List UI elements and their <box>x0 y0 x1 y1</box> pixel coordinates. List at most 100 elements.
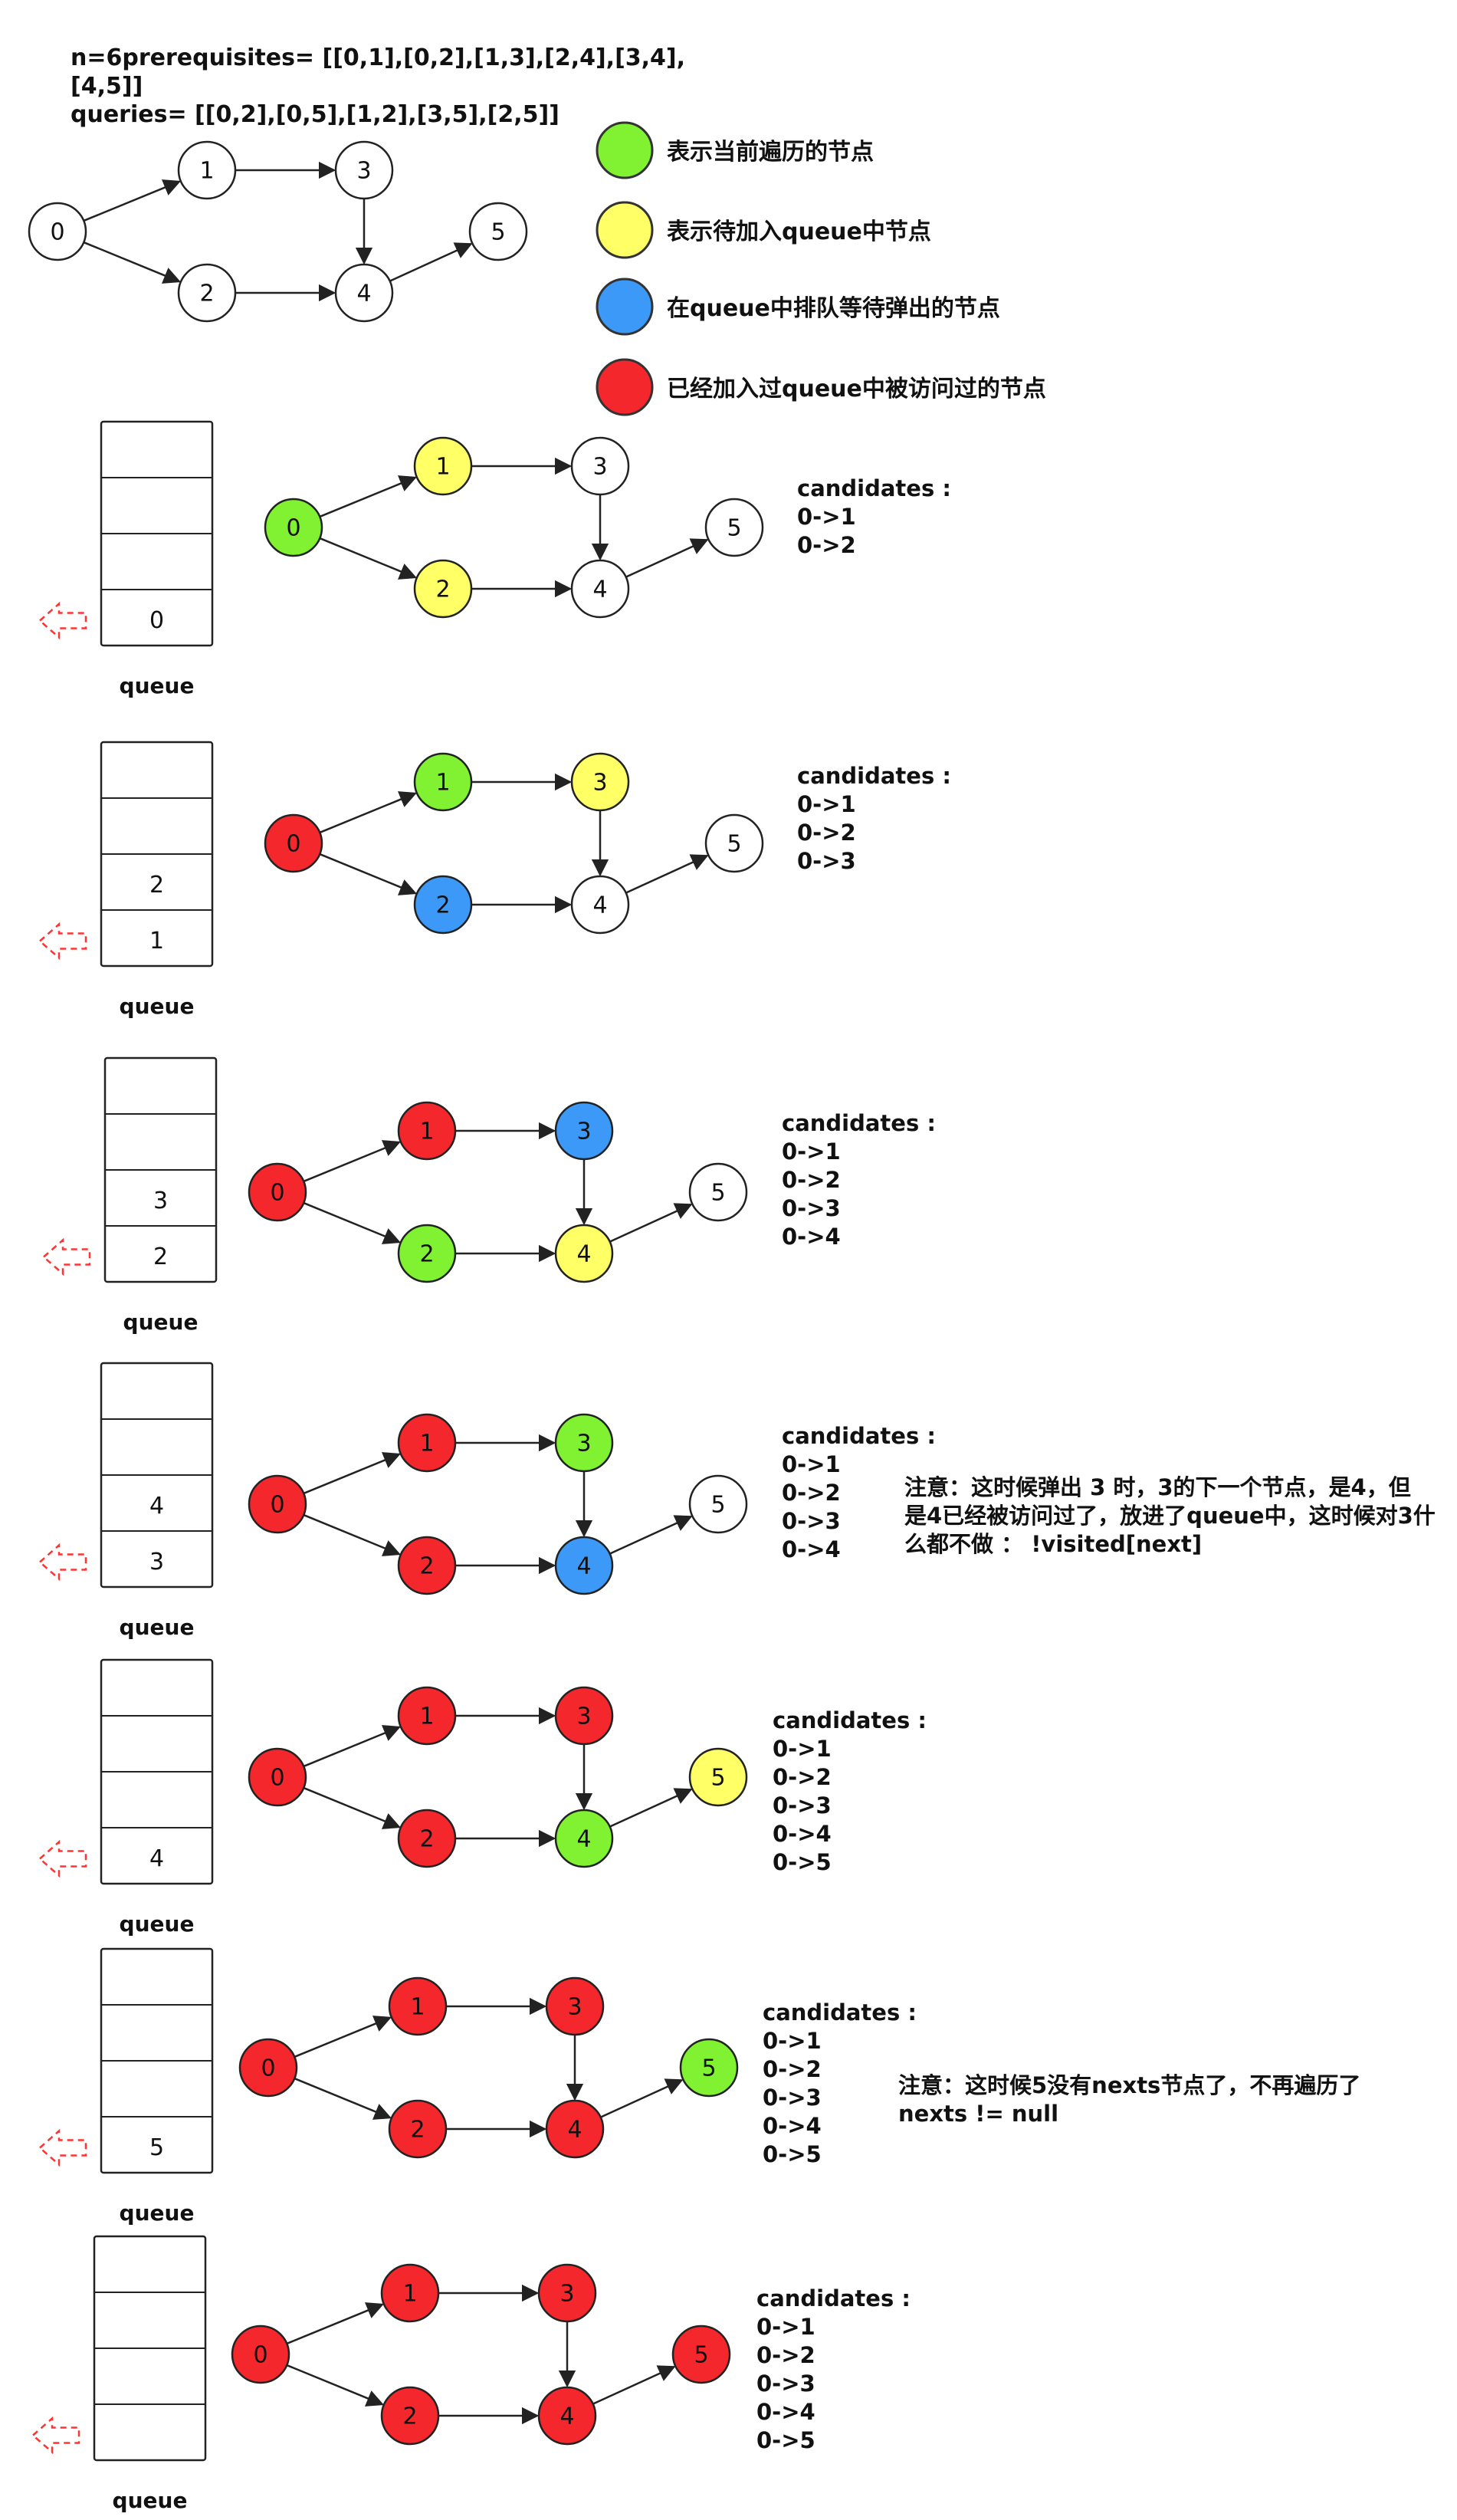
step1-node-label-2: 2 <box>435 577 450 603</box>
step5-node-4 <box>554 1809 614 1868</box>
step1-node-label-1: 1 <box>435 454 450 481</box>
queue-cell-value: 2 <box>149 872 164 899</box>
step4-edge-0-1 <box>303 1452 402 1495</box>
step7-edge-0-2 <box>286 2364 385 2407</box>
step4-node-4 <box>554 1536 614 1595</box>
overview-edge-4-5 <box>389 242 473 282</box>
step6-node-4 <box>545 2099 605 2159</box>
overview-node-3 <box>334 140 394 200</box>
step5-edge-0-2 <box>303 1786 402 1829</box>
header-line-2: [4,5]] <box>71 73 143 100</box>
step6-node-2 <box>388 2099 448 2159</box>
candidate-item: 0->2 <box>782 1167 841 1193</box>
candidate-item: 0->1 <box>763 2028 822 2054</box>
overview-node-4 <box>334 263 394 323</box>
candidates-title: candidates : <box>782 1110 936 1136</box>
step7-edge-4-5 <box>592 2365 676 2405</box>
queue-cell-value: 2 <box>153 1244 168 1270</box>
overview-node-label-3: 3 <box>356 158 371 185</box>
legend-swatch-visited <box>596 358 654 416</box>
legend-swatch-queued <box>596 278 654 336</box>
candidate-item: 0->3 <box>756 2371 815 2397</box>
candidates-title: candidates : <box>782 1423 936 1449</box>
candidate-item: 0->4 <box>773 1821 832 1847</box>
step2-edge-0-2 <box>319 853 418 895</box>
step4-node-label-0: 0 <box>270 1492 284 1519</box>
pop-arrow-icon <box>38 2128 87 2167</box>
step5-node-label-5: 5 <box>710 1765 725 1792</box>
step3-edge-0-2 <box>303 1201 402 1244</box>
candidate-item: 0->1 <box>756 2314 815 2340</box>
step4-node-label-4: 4 <box>576 1553 591 1580</box>
step3-node-label-5: 5 <box>710 1180 725 1207</box>
step6-node-label-4: 4 <box>567 2117 582 2144</box>
overview-node-label-4: 4 <box>356 281 371 307</box>
candidate-item: 0->2 <box>763 2056 822 2082</box>
queue-label: queue <box>120 673 195 698</box>
step2-node-label-1: 1 <box>435 770 450 797</box>
candidate-item: 0->4 <box>782 1536 841 1562</box>
candidate-item: 0->4 <box>763 2113 822 2139</box>
step5-edge-4-5 <box>609 1788 693 1828</box>
step2-edge-0-1 <box>319 791 418 834</box>
candidate-item: 0->3 <box>782 1508 841 1534</box>
step1-node-4 <box>570 559 630 619</box>
step3-node-5 <box>688 1162 748 1222</box>
step2-node-label-2: 2 <box>435 892 450 919</box>
candidate-item: 0->4 <box>782 1224 841 1250</box>
candidate-item: 0->5 <box>773 1849 832 1875</box>
step2-node-1 <box>413 752 473 812</box>
legend-label-visited: 已经加入过queue中被访问过的节点 <box>667 376 1046 402</box>
candidates-title: candidates : <box>797 763 951 789</box>
step5-node-3 <box>554 1686 614 1746</box>
step2-node-label-0: 0 <box>286 831 300 858</box>
step1-node-1 <box>413 436 473 496</box>
queue-cell-value: 1 <box>149 928 164 954</box>
queue-label: queue <box>120 1615 195 1640</box>
candidate-item: 0->2 <box>773 1764 832 1790</box>
step4-node-label-3: 3 <box>576 1431 591 1457</box>
step3-node-label-2: 2 <box>419 1241 434 1268</box>
candidate-item: 0->2 <box>797 532 856 558</box>
candidate-item: 0->5 <box>756 2427 815 2453</box>
step2-edge-4-5 <box>625 854 709 894</box>
header-line-3: queries= [[0,2],[0,5],[1,2],[3,5],[2,5]] <box>71 101 560 128</box>
queue-cell-value: 4 <box>149 1493 164 1520</box>
step1-node-0 <box>264 498 323 557</box>
queue-label: queue <box>123 1309 199 1335</box>
overview-node-label-5: 5 <box>491 219 505 246</box>
step4-edge-0-2 <box>303 1513 402 1556</box>
candidate-item: 0->2 <box>782 1480 841 1506</box>
step4-node-2 <box>397 1536 457 1595</box>
candidate-item: 0->1 <box>797 791 856 817</box>
overview-node-0 <box>28 202 87 261</box>
step4-node-0 <box>248 1474 307 1534</box>
candidate-item: 0->2 <box>797 820 856 846</box>
candidate-item: 0->5 <box>763 2141 822 2167</box>
candidate-item: 0->4 <box>756 2399 815 2425</box>
step1-node-label-4: 4 <box>592 577 607 603</box>
step2-node-3 <box>570 752 630 812</box>
pop-arrow-icon <box>38 1543 87 1582</box>
candidate-item: 0->1 <box>782 1451 841 1477</box>
queue-label: queue <box>120 1911 195 1937</box>
legend-label-pending: 表示待加入queue中节点 <box>667 218 931 245</box>
step5-node-0 <box>248 1747 307 1807</box>
step1-node-2 <box>413 559 473 619</box>
candidate-item: 0->2 <box>756 2342 815 2368</box>
candidate-item: 0->1 <box>773 1736 832 1762</box>
header-line-1: n=6prerequisites= [[0,1],[0,2],[1,3],[2,… <box>71 44 685 71</box>
step1-edge-4-5 <box>625 538 709 578</box>
overview-edge-0-1 <box>83 179 182 222</box>
queue-cell-value: 3 <box>149 1549 164 1575</box>
note-line: 注意：这时候弹出 3 时，3的下一个节点，是4，但 <box>904 1474 1411 1500</box>
overview-node-1 <box>177 140 237 200</box>
step1-node-5 <box>704 498 764 557</box>
pop-arrow-icon <box>31 2416 80 2455</box>
step6-node-label-0: 0 <box>261 2055 275 2082</box>
